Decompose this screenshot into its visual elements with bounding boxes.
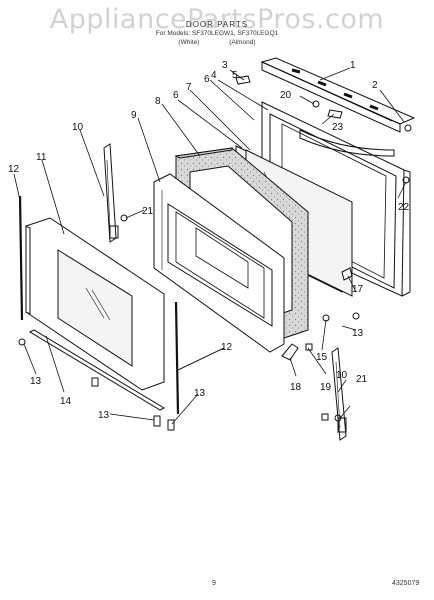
part-side-trim-left <box>18 195 24 321</box>
diagram-title: DOOR PARTS <box>185 20 249 29</box>
callout-14: 14 <box>60 396 72 407</box>
page-number: 9 <box>212 580 216 587</box>
callout-10b: 10 <box>336 370 348 381</box>
part-outer-door-front <box>25 217 165 391</box>
callout-6a: 6 <box>204 74 210 85</box>
callout-13d: 13 <box>352 328 364 339</box>
watermark: AppliancePartsPros.com <box>49 4 385 35</box>
part-bottom-trim <box>28 329 166 411</box>
callout-17: 17 <box>352 284 364 295</box>
callout-18: 18 <box>290 382 302 393</box>
callout-15: 15 <box>316 352 328 363</box>
color-label-white: (White) <box>178 39 200 46</box>
color-label-almond: (Almond) <box>229 39 256 46</box>
callout-10a: 10 <box>72 122 84 133</box>
callout-13b: 13 <box>98 410 110 421</box>
model-numbers: For Models: SF370LEGW1, SF370LEGQ1 <box>155 30 279 37</box>
callout-21a: 21 <box>142 206 154 217</box>
callout-4: 4 <box>211 70 217 81</box>
part-door-hinge-left <box>103 143 119 243</box>
callout-12b: 12 <box>221 342 233 353</box>
callout-12a: 12 <box>8 164 20 175</box>
callout-5: 5 <box>232 70 238 81</box>
part-door-hinge-right <box>331 347 347 441</box>
callout-13c: 13 <box>194 388 206 399</box>
callout-1: 1 <box>350 60 356 71</box>
callout-19: 19 <box>320 382 332 393</box>
callout-7: 7 <box>186 82 192 93</box>
callout-13a: 13 <box>30 376 42 387</box>
callout-labels: 1 2 3 4 5 6 6 7 8 9 10 10 11 12 12 13 13… <box>8 60 410 421</box>
part-inner-door-liner <box>153 173 285 353</box>
callout-22: 22 <box>398 202 410 213</box>
leader-lines <box>13 67 407 425</box>
callout-23: 23 <box>332 122 344 133</box>
part-vent-trim <box>260 57 416 133</box>
part-door-brackets <box>235 75 395 157</box>
callout-3: 3 <box>222 60 228 71</box>
callout-20: 20 <box>280 90 292 101</box>
model-colors: (White) (Almond) <box>0 39 434 46</box>
callout-6b: 6 <box>173 90 179 101</box>
callout-8: 8 <box>155 96 161 107</box>
document-code: 4325079 <box>392 580 420 587</box>
callout-11: 11 <box>36 152 47 163</box>
part-side-trim-right <box>174 301 180 415</box>
callout-9: 9 <box>131 110 137 121</box>
callout-2: 2 <box>372 80 378 91</box>
callout-21b: 21 <box>356 374 368 385</box>
